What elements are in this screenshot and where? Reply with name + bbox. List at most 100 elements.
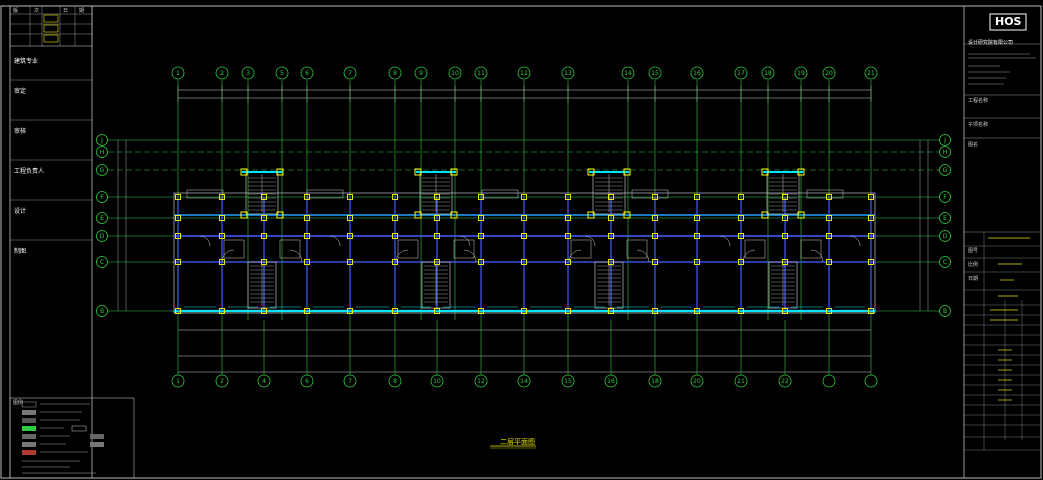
axis-bubble-left	[96, 305, 108, 317]
axis-bubble-left	[96, 191, 108, 203]
column	[826, 308, 832, 314]
column	[521, 233, 527, 239]
column	[565, 233, 571, 239]
axis-label-top: 16	[693, 70, 701, 77]
axis-bubble-top	[822, 66, 836, 80]
axis-bubble-bottom	[864, 374, 878, 388]
column	[782, 233, 788, 239]
axis-label-top: 12	[520, 70, 528, 77]
column	[219, 233, 225, 239]
column	[652, 259, 658, 265]
column	[392, 308, 398, 314]
plan-title: 二层平面图	[500, 438, 535, 446]
column	[868, 259, 874, 265]
axis-bubble-right	[939, 256, 951, 268]
column	[652, 233, 658, 239]
axis-bubble-top	[690, 66, 704, 80]
column	[175, 259, 181, 265]
column	[608, 259, 614, 265]
column	[276, 211, 284, 219]
column	[565, 259, 571, 265]
column	[434, 308, 440, 314]
axis-label-bottom: 15	[564, 378, 572, 385]
legend-title: 图例	[13, 400, 24, 406]
column	[652, 215, 658, 221]
axis-bubble-top	[648, 66, 662, 80]
column	[652, 194, 658, 200]
sidebar-label-4: 设计	[14, 208, 27, 215]
axis-bubble-top	[734, 66, 748, 80]
room-fixture	[570, 239, 592, 259]
revision-header-3: 期	[79, 8, 85, 14]
axis-label-top: 19	[797, 70, 805, 77]
axis-label-top: 18	[764, 70, 772, 77]
company-logo: HOS	[995, 15, 1022, 28]
axis-label-left: J	[100, 137, 103, 144]
axis-label-left: C	[100, 259, 104, 266]
column	[219, 215, 225, 221]
legend-box	[9, 397, 135, 479]
column	[434, 259, 440, 265]
axis-label-left: F	[100, 194, 104, 201]
axis-bubble-left	[96, 146, 108, 158]
column	[276, 168, 284, 176]
column	[738, 308, 744, 314]
column	[738, 215, 744, 221]
axis-bubble-top	[215, 66, 229, 80]
axis-label-right: F	[943, 194, 947, 201]
column	[782, 308, 788, 314]
column	[478, 233, 484, 239]
sidebar-label-3: 工程负责人	[14, 168, 45, 175]
axis-bubble-top	[561, 66, 575, 80]
column	[261, 194, 267, 200]
column	[261, 233, 267, 239]
column	[175, 308, 181, 314]
axis-label-right: B	[943, 308, 947, 315]
axis-bubble-top	[794, 66, 808, 80]
column	[261, 215, 267, 221]
column	[694, 215, 700, 221]
axis-label-bottom: 10	[433, 378, 441, 385]
axis-bubble-bottom	[300, 374, 314, 388]
column	[434, 194, 440, 200]
column	[826, 194, 832, 200]
axis-bubble-left	[96, 164, 108, 176]
room-fixture	[626, 239, 648, 259]
plan-title-underline	[490, 445, 536, 449]
door-swing	[199, 235, 211, 247]
column	[240, 211, 248, 219]
door-swing	[719, 235, 731, 247]
axis-bubble-right	[939, 212, 951, 224]
balcony	[631, 189, 669, 199]
axis-bubble-top	[761, 66, 775, 80]
column	[738, 233, 744, 239]
axis-label-top: 8	[393, 70, 397, 77]
axis-label-bottom: 21	[737, 378, 745, 385]
column	[521, 259, 527, 265]
axis-label-bottom: 14	[520, 378, 528, 385]
door-swing	[463, 249, 477, 263]
axis-bubble-right	[939, 230, 951, 242]
axis-label-top: 7	[348, 70, 352, 77]
column	[623, 211, 631, 219]
door-swing	[568, 249, 582, 263]
axis-label-top: 20	[825, 70, 833, 77]
column	[261, 308, 267, 314]
axis-bubble-right	[939, 164, 951, 176]
titleblock-label-1: 子项名称	[968, 122, 989, 128]
axis-bubble-bottom	[734, 374, 748, 388]
column	[608, 194, 614, 200]
axis-bubble-bottom	[215, 374, 229, 388]
building-outline	[173, 192, 876, 314]
revision-header-1: 次	[34, 8, 40, 14]
room-fixture	[397, 239, 419, 259]
column	[347, 194, 353, 200]
column	[565, 194, 571, 200]
axis-bubble-left	[96, 134, 108, 146]
column	[797, 168, 805, 176]
stair-core-lower	[768, 261, 798, 309]
axis-label-top: 3	[246, 70, 250, 77]
room-fixture	[800, 239, 822, 259]
column	[782, 194, 788, 200]
axis-bubble-top	[300, 66, 314, 80]
